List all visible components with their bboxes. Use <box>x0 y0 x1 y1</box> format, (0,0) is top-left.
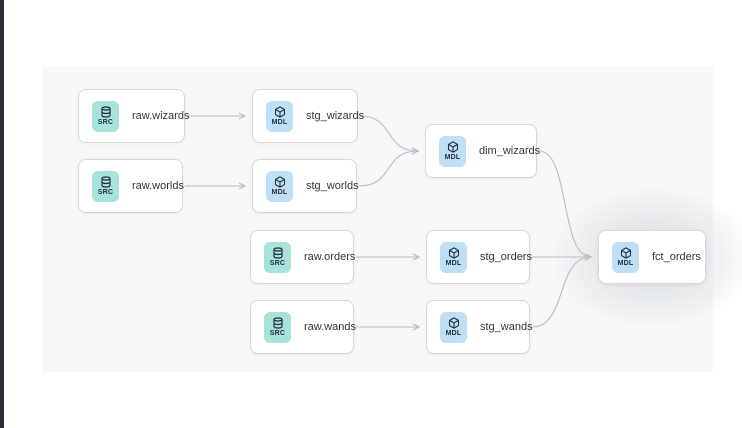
node-stg_wizards[interactable]: MDL stg_wizards <box>252 89 364 143</box>
node-type-badge: SRC <box>264 241 291 273</box>
node-raw.worlds[interactable]: SRC raw.worlds <box>78 159 184 213</box>
database-icon <box>272 247 283 259</box>
node-label: stg_wands <box>480 321 533 333</box>
node-type-label: SRC <box>269 260 286 267</box>
node-type-label: SRC <box>97 189 114 196</box>
sidebar-edge-strip <box>0 0 4 428</box>
node-stg_wands[interactable]: MDL stg_wands <box>426 300 533 354</box>
node-stg_orders[interactable]: MDL stg_orders <box>426 230 532 284</box>
database-icon <box>100 106 111 118</box>
node-fct_orders[interactable]: MDL fct_orders <box>598 230 706 284</box>
node-label: raw.orders <box>304 251 356 263</box>
node-label: stg_wizards <box>306 110 365 122</box>
cube-icon <box>448 317 459 329</box>
node-raw.orders[interactable]: SRC raw.orders <box>250 230 356 284</box>
node-type-label: MDL <box>271 189 288 196</box>
node-dim_wizards[interactable]: MDL dim_wizards <box>425 124 541 178</box>
node-label: dim_wizards <box>479 145 541 157</box>
node-raw.wizards[interactable]: SRC raw.wizards <box>78 89 189 143</box>
node-label: raw.wands <box>304 321 356 333</box>
cube-icon <box>448 247 459 259</box>
node-type-badge: MDL <box>612 241 639 273</box>
node-raw.wands[interactable]: SRC raw.wands <box>250 300 356 354</box>
node-type-badge: MDL <box>439 135 466 167</box>
node-label: stg_orders <box>480 251 532 263</box>
node-label: raw.wizards <box>132 110 190 122</box>
node-type-label: MDL <box>445 330 462 337</box>
node-label: stg_worlds <box>306 180 359 192</box>
node-stg_worlds[interactable]: MDL stg_worlds <box>252 159 359 213</box>
node-type-label: MDL <box>617 260 634 267</box>
cube-icon <box>274 106 285 118</box>
node-type-label: MDL <box>444 154 461 161</box>
node-type-badge: MDL <box>266 170 293 202</box>
node-type-label: MDL <box>445 260 462 267</box>
cube-icon <box>274 176 285 188</box>
cube-icon <box>447 141 458 153</box>
node-label: raw.worlds <box>132 180 184 192</box>
cube-icon <box>620 247 631 259</box>
node-type-badge: MDL <box>440 241 467 273</box>
node-type-badge: SRC <box>92 170 119 202</box>
database-icon <box>272 317 283 329</box>
node-type-badge: MDL <box>266 100 293 132</box>
node-type-badge: MDL <box>440 311 467 343</box>
node-type-label: SRC <box>269 330 286 337</box>
node-label: fct_orders <box>652 251 701 263</box>
node-type-badge: SRC <box>264 311 291 343</box>
database-icon <box>100 176 111 188</box>
node-type-label: MDL <box>271 119 288 126</box>
node-type-label: SRC <box>97 119 114 126</box>
node-type-badge: SRC <box>92 100 119 132</box>
